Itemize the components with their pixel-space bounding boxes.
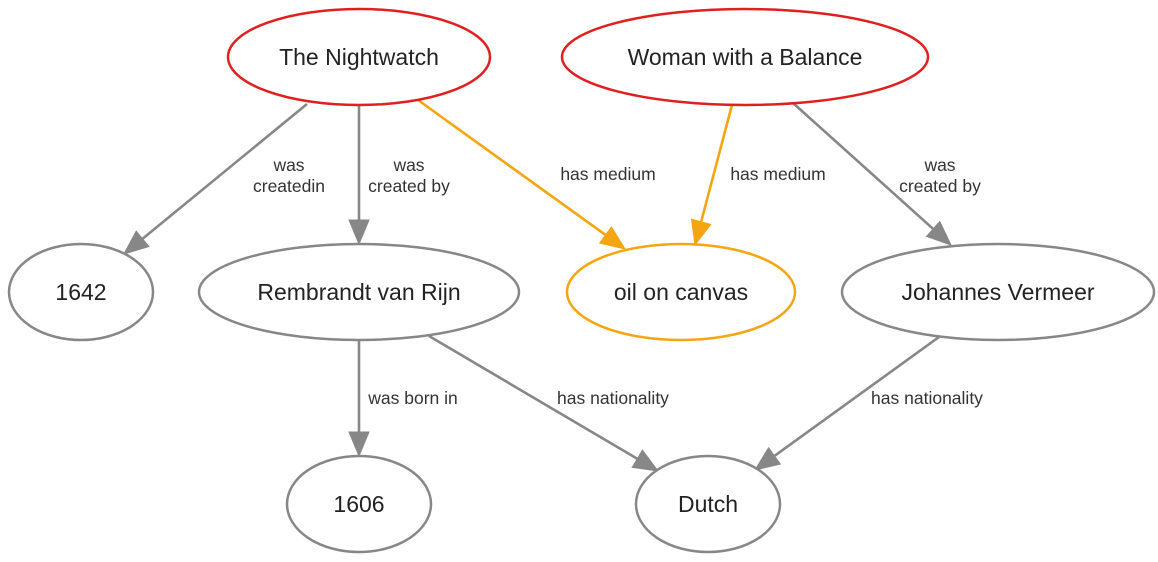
arrowhead-icon <box>925 220 952 246</box>
edge-label: has medium <box>560 164 655 184</box>
edge-line <box>428 334 638 460</box>
arrowhead-icon <box>631 449 660 472</box>
arrowhead-icon <box>122 230 150 255</box>
node-label: Johannes Vermeer <box>901 279 1094 305</box>
node-ellipse <box>560 7 930 107</box>
node-ellipse <box>226 7 492 107</box>
node-label: 1642 <box>55 279 106 305</box>
edge-label: has nationality <box>557 388 669 408</box>
edge-line <box>141 102 308 240</box>
edge-label-line: has nationality <box>871 388 983 408</box>
edge-label-line: created by <box>368 176 450 196</box>
edge-label-line: has nationality <box>557 388 669 408</box>
node-woman[interactable]: Woman with a Balance <box>560 7 930 107</box>
edge-line <box>417 98 607 237</box>
edge-rembrandt-y1606 <box>348 340 370 458</box>
edge-nightwatch-y1642 <box>122 102 308 255</box>
arrowhead-icon <box>348 431 370 458</box>
node-vermeer[interactable]: Johannes Vermeer <box>840 242 1156 342</box>
node-ellipse <box>197 242 521 342</box>
edge-line <box>699 104 734 223</box>
edge-label-line: was <box>272 155 304 175</box>
edge-label-line: created by <box>899 176 981 196</box>
node-ellipse <box>285 454 433 554</box>
edge-label: has medium <box>730 164 825 184</box>
edges-layer <box>122 98 952 472</box>
node-label: 1606 <box>333 491 384 517</box>
edge-rembrandt-dutch <box>428 334 660 472</box>
edge-line <box>792 102 935 230</box>
node-label: The Nightwatch <box>279 44 439 70</box>
edge-vermeer-dutch <box>753 335 940 471</box>
node-label: Rembrandt van Rijn <box>257 279 460 305</box>
edge-label-line: was <box>392 155 424 175</box>
edge-label-line: has medium <box>560 164 655 184</box>
edge-label-line: createdin <box>253 176 325 196</box>
node-ellipse <box>565 242 797 342</box>
node-y1606[interactable]: 1606 <box>285 454 433 554</box>
edge-woman-vermeer <box>792 102 952 246</box>
node-label: Woman with a Balance <box>628 44 863 70</box>
edge-label-line: was <box>923 155 955 175</box>
node-dutch[interactable]: Dutch <box>634 454 782 554</box>
edge-label-line: was born in <box>367 388 458 408</box>
node-rembrandt[interactable]: Rembrandt van Rijn <box>197 242 521 342</box>
edge-label: was born in <box>367 388 458 408</box>
edge-label-line: has medium <box>730 164 825 184</box>
node-ellipse <box>840 242 1156 342</box>
node-label: oil on canvas <box>614 279 748 305</box>
node-ellipse <box>634 454 782 554</box>
arrowhead-icon <box>598 225 627 250</box>
edge-nightwatch-oil <box>417 98 627 250</box>
edge-woman-oil <box>690 104 734 247</box>
node-nightwatch[interactable]: The Nightwatch <box>226 7 492 107</box>
edge-nightwatch-rembrandt <box>348 105 370 246</box>
edge-line <box>773 335 940 457</box>
edge-label: has nationality <box>871 388 983 408</box>
arrowhead-icon <box>753 446 782 471</box>
node-label: Dutch <box>678 491 738 517</box>
arrowhead-icon <box>690 218 712 247</box>
nodes-layer: The Nightwatch Woman with a Balance 1642 Re… <box>7 7 1156 554</box>
node-oil[interactable]: oil on canvas <box>565 242 797 342</box>
node-ellipse <box>7 242 155 342</box>
node-y1642[interactable]: 1642 <box>7 242 155 342</box>
arrowhead-icon <box>348 219 370 246</box>
